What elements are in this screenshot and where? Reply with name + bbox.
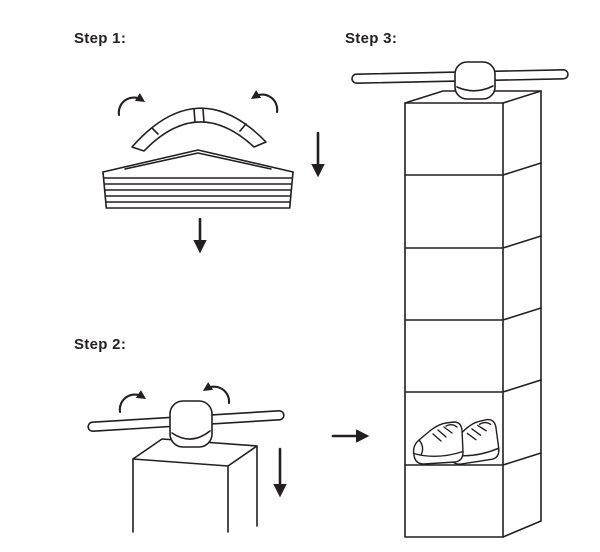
step-3-illustration [351, 61, 569, 538]
arched-top-panel [131, 107, 267, 152]
step-2-illustration [87, 382, 287, 533]
organizer-top-box [132, 438, 258, 533]
strap-loop-attached [454, 61, 496, 100]
step-2-label: Step 2: [74, 336, 127, 353]
arched-panel-segments [151, 108, 247, 135]
step1-rotate-arrow-right-icon [250, 90, 279, 114]
assembled-organizer-body [404, 90, 542, 538]
step-1-label: Step 1: [74, 30, 127, 47]
step2-rotate-arrow-right-icon [202, 382, 231, 405]
step2-rotate-arrow-left-icon [118, 390, 147, 414]
step-1-illustration [102, 90, 325, 254]
shelf-lines [404, 162, 542, 466]
step1-rotate-arrow-left-icon [117, 93, 146, 117]
folded-stack [102, 149, 294, 209]
strap-loop [169, 400, 213, 448]
organizer-top-face [404, 90, 542, 104]
step-3-label: Step 3: [345, 30, 398, 47]
